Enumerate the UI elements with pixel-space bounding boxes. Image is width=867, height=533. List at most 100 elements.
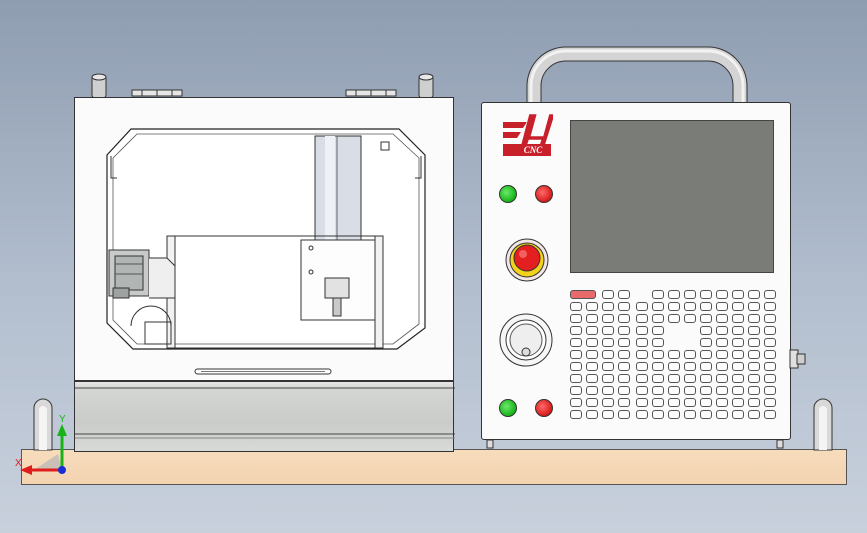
keypad-key[interactable] [764,386,776,395]
feed-hold-button[interactable] [535,185,553,203]
keypad-key[interactable] [618,410,630,419]
keypad-key[interactable] [732,314,744,323]
keypad-key[interactable] [652,398,664,407]
keypad-key[interactable] [652,386,664,395]
keypad-key[interactable] [764,338,776,347]
keypad-key[interactable] [652,374,664,383]
keypad-key[interactable] [700,326,712,335]
keypad-key[interactable] [700,362,712,371]
keypad-key[interactable] [602,290,614,299]
keypad-key[interactable] [764,326,776,335]
keypad-key[interactable] [748,410,760,419]
keypad-key[interactable] [716,398,728,407]
keypad-key[interactable] [748,386,760,395]
keypad-key[interactable] [764,410,776,419]
keypad-key[interactable] [684,386,696,395]
keypad-key[interactable] [652,290,664,299]
keypad-key[interactable] [732,350,744,359]
keypad-key[interactable] [586,386,598,395]
keypad-key[interactable] [652,410,664,419]
keypad-key[interactable] [636,314,648,323]
keypad-key[interactable] [748,362,760,371]
keypad-key[interactable] [700,398,712,407]
keypad-key[interactable] [668,350,680,359]
keypad-key[interactable] [570,314,582,323]
keypad-key[interactable] [636,338,648,347]
keypad-key[interactable] [602,338,614,347]
keypad-key[interactable] [732,338,744,347]
keypad-key[interactable] [668,302,680,311]
keypad-key[interactable] [748,302,760,311]
keypad-key[interactable] [652,314,664,323]
keypad-key[interactable] [764,362,776,371]
keypad-key[interactable] [668,398,680,407]
keypad-key[interactable] [748,326,760,335]
keypad-key[interactable] [684,362,696,371]
keypad-key[interactable] [732,374,744,383]
keypad-key[interactable] [570,338,582,347]
keypad-key[interactable] [716,290,728,299]
emergency-stop-button[interactable] [504,237,550,283]
keypad-key[interactable] [586,350,598,359]
keypad-key[interactable] [748,398,760,407]
keypad-key[interactable] [618,326,630,335]
keypad-key[interactable] [570,326,582,335]
keypad-key[interactable] [668,314,680,323]
keypad-key[interactable] [700,314,712,323]
keypad-key[interactable] [668,290,680,299]
keypad-key[interactable] [618,290,630,299]
keypad-key[interactable] [668,362,680,371]
keypad-key[interactable] [668,386,680,395]
keypad-key[interactable] [700,338,712,347]
keypad-key[interactable] [748,374,760,383]
keypad-key[interactable] [764,290,776,299]
keypad-key[interactable] [700,350,712,359]
keypad-key[interactable] [618,314,630,323]
aux-green-button[interactable] [499,399,517,417]
keypad-key[interactable] [668,410,680,419]
keypad-key[interactable] [602,386,614,395]
keypad-key[interactable] [618,398,630,407]
keypad-key[interactable] [636,350,648,359]
keypad-key[interactable] [636,374,648,383]
keypad-key[interactable] [636,410,648,419]
cycle-start-button[interactable] [499,185,517,203]
keypad-key[interactable] [570,362,582,371]
keypad-key[interactable] [602,314,614,323]
keypad-key[interactable] [700,374,712,383]
keypad-key[interactable] [700,386,712,395]
keypad-key[interactable] [570,350,582,359]
keypad-key[interactable] [716,314,728,323]
keypad-key[interactable] [652,362,664,371]
keypad-key[interactable] [602,374,614,383]
keypad-key[interactable] [684,398,696,407]
keypad-key[interactable] [684,314,696,323]
keypad-key[interactable] [732,290,744,299]
keypad-key[interactable] [618,338,630,347]
keypad-key[interactable] [732,410,744,419]
keypad-key-highlight[interactable] [570,290,596,299]
keypad-key[interactable] [732,362,744,371]
keypad-key[interactable] [618,386,630,395]
keypad-key[interactable] [586,338,598,347]
keypad-key[interactable] [652,326,664,335]
keypad-key[interactable] [618,362,630,371]
keypad-key[interactable] [748,290,760,299]
keypad-key[interactable] [716,326,728,335]
keypad-key[interactable] [618,374,630,383]
keypad-key[interactable] [748,350,760,359]
keypad-key[interactable] [716,374,728,383]
keypad-key[interactable] [602,350,614,359]
keypad-key[interactable] [716,386,728,395]
keypad-key[interactable] [586,398,598,407]
keypad-key[interactable] [700,290,712,299]
keypad-key[interactable] [602,398,614,407]
keypad-key[interactable] [716,410,728,419]
keypad-key[interactable] [700,410,712,419]
keypad-key[interactable] [652,350,664,359]
keypad-key[interactable] [764,398,776,407]
keypad-key[interactable] [700,302,712,311]
keypad-key[interactable] [732,386,744,395]
keypad-key[interactable] [570,302,582,311]
keypad-key[interactable] [636,398,648,407]
